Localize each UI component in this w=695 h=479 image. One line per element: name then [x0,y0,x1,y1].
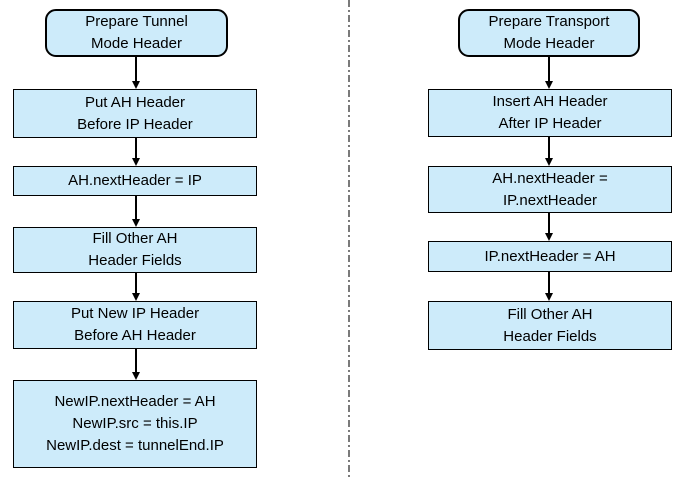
arrow-down [131,349,141,380]
arrow-down [544,272,554,301]
node-newip-assignments: NewIP.nextHeader = AH NewIP.src = this.I… [13,380,257,468]
node-prepare-transport-mode-header: Prepare Transport Mode Header [458,9,640,57]
arrow-down [131,273,141,301]
arrow-down [544,57,554,89]
divider-line [348,0,350,479]
node-ip-nextheader-ah: IP.nextHeader = AH [428,241,672,272]
arrow-down [131,138,141,166]
node-put-ah-header-before-ip-header: Put AH Header Before IP Header [13,89,257,138]
node-put-new-ip-header-before-ah-header: Put New IP Header Before AH Header [13,301,257,349]
arrow-down [544,137,554,166]
node-fill-other-ah-header-fields-transport: Fill Other AH Header Fields [428,301,672,350]
arrow-down [131,57,141,89]
arrow-down [131,196,141,227]
node-ah-nextheader-ip-nextheader: AH.nextHeader = IP.nextHeader [428,166,672,213]
node-fill-other-ah-header-fields-tunnel: Fill Other AH Header Fields [13,227,257,273]
node-insert-ah-header-after-ip-header: Insert AH Header After IP Header [428,89,672,137]
arrow-down [544,213,554,241]
node-prepare-tunnel-mode-header: Prepare Tunnel Mode Header [45,9,228,57]
node-ah-nextheader-ip: AH.nextHeader = IP [13,166,257,196]
